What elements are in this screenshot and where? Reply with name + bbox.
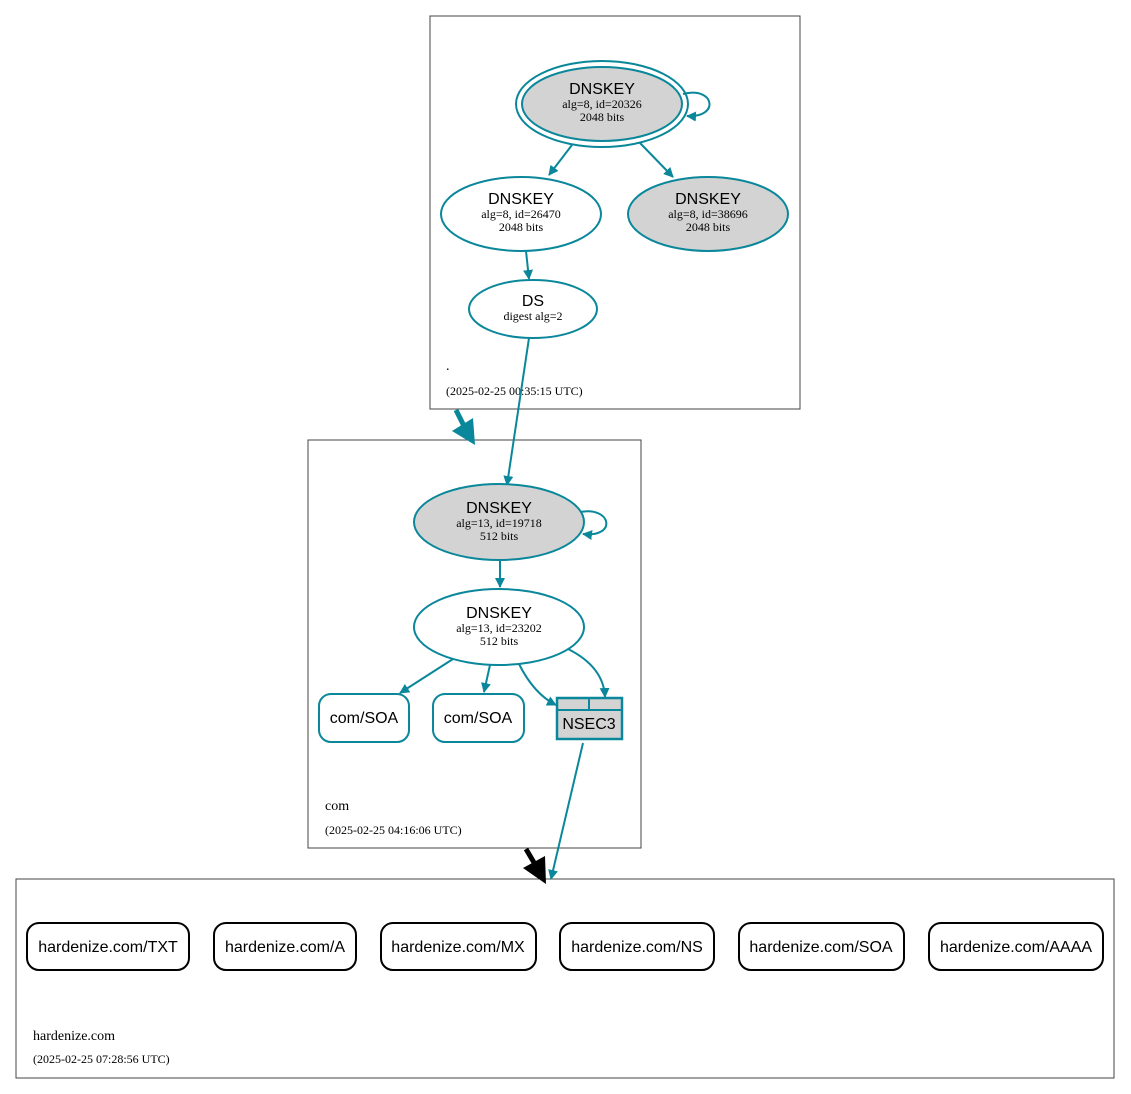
record-hardenize-ns-label: hardenize.com/NS (571, 939, 703, 956)
node-root-ksk-line1: alg=8, id=20326 (562, 97, 642, 111)
node-com-ksk-line1: alg=13, id=19718 (456, 516, 542, 530)
node-com-zsk-line2: 512 bits (480, 634, 519, 648)
node-root-zsk[interactable]: DNSKEY alg=8, id=26470 2048 bits (440, 176, 602, 252)
node-root-ds[interactable]: DS digest alg=2 (468, 279, 598, 339)
node-com-soa-2-label: com/SOA (444, 710, 513, 727)
node-root-ksk-title: DNSKEY (569, 81, 635, 98)
node-root-key3-title: DNSKEY (675, 191, 741, 208)
node-root-ds-title: DS (522, 293, 544, 310)
edge-root-ksk-key3 (639, 142, 674, 178)
zone-com-label: com (325, 799, 349, 814)
edge-nsec3-hardenize (548, 742, 584, 880)
record-hardenize-soa-label: hardenize.com/SOA (749, 939, 893, 956)
zone-hardenize: hardenize.com (2025-02-25 07:28:56 UTC) (15, 878, 1115, 1079)
edge-com-zsk-soa2 (481, 664, 491, 693)
node-root-zsk-line1: alg=8, id=26470 (481, 207, 561, 221)
edge-com-zsk-nsec3-b (567, 648, 610, 698)
node-com-soa-2[interactable]: com/SOA (432, 693, 525, 743)
node-root-zsk-line2: 2048 bits (499, 220, 544, 234)
node-com-zsk-title: DNSKEY (466, 605, 532, 622)
node-com-zsk-line1: alg=13, id=23202 (456, 621, 542, 635)
node-root-key3[interactable]: DNSKEY alg=8, id=38696 2048 bits (627, 176, 789, 252)
node-root-ksk-line2: 2048 bits (580, 110, 625, 124)
record-hardenize-ns[interactable]: hardenize.com/NS (559, 922, 715, 971)
record-hardenize-a[interactable]: hardenize.com/A (213, 922, 357, 971)
edge-ds-com-ksk (503, 337, 530, 486)
node-com-ksk-title: DNSKEY (466, 500, 532, 517)
node-root-key3-line2: 2048 bits (686, 220, 731, 234)
node-com-soa-1-label: com/SOA (330, 710, 399, 727)
node-root-ksk[interactable]: DNSKEY alg=8, id=20326 2048 bits (515, 60, 689, 148)
zone-root-label: . (446, 359, 450, 374)
zone-root-box (429, 15, 801, 410)
zone-hardenize-label: hardenize.com (33, 1029, 115, 1044)
node-com-ksk-line2: 512 bits (480, 529, 519, 543)
record-hardenize-a-label: hardenize.com/A (225, 939, 345, 956)
edge-com-zsk-soa1 (399, 658, 454, 694)
edge-root-ksk-zsk (548, 144, 573, 176)
edge-root-zsk-ds (523, 250, 534, 280)
record-hardenize-soa[interactable]: hardenize.com/SOA (738, 922, 905, 971)
node-com-soa-1[interactable]: com/SOA (318, 693, 410, 743)
zone-hardenize-time: (2025-02-25 07:28:56 UTC) (33, 1052, 170, 1066)
record-hardenize-mx-label: hardenize.com/MX (391, 939, 525, 956)
edge-root-ksk-self (682, 91, 711, 122)
record-hardenize-aaaa[interactable]: hardenize.com/AAAA (928, 922, 1104, 971)
delegation-root-com (452, 408, 475, 445)
node-nsec3[interactable]: NSEC3 (555, 696, 624, 741)
zone-hardenize-box (15, 878, 1115, 1079)
record-hardenize-txt[interactable]: hardenize.com/TXT (26, 922, 190, 971)
node-root-zsk-title: DNSKEY (488, 191, 554, 208)
record-hardenize-aaaa-label: hardenize.com/AAAA (940, 939, 1092, 956)
node-com-zsk[interactable]: DNSKEY alg=13, id=23202 512 bits (413, 588, 585, 666)
node-root-ds-line1: digest alg=2 (503, 309, 562, 323)
record-hardenize-mx[interactable]: hardenize.com/MX (380, 922, 537, 971)
record-hardenize-txt-label: hardenize.com/TXT (38, 939, 178, 956)
node-root-key3-line1: alg=8, id=38696 (668, 207, 748, 221)
delegation-com-hardenize (523, 847, 546, 884)
zone-root-time: (2025-02-25 00:35:15 UTC) (446, 384, 583, 398)
node-nsec3-label: NSEC3 (562, 716, 615, 733)
edges (399, 91, 711, 880)
node-com-ksk[interactable]: DNSKEY alg=13, id=19718 512 bits (413, 483, 585, 561)
edge-com-ksk-self (579, 510, 608, 541)
zone-root: . (2025-02-25 00:35:15 UTC) (429, 15, 801, 410)
zone-com-time: (2025-02-25 04:16:06 UTC) (325, 823, 462, 837)
edge-com-zsk-nsec3-a (518, 663, 557, 706)
